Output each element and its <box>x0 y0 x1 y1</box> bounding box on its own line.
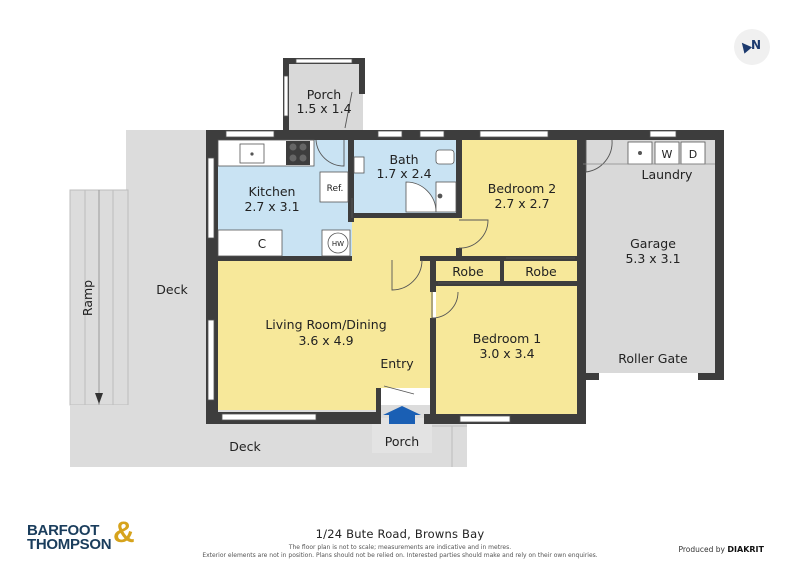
garage-floor <box>583 140 715 373</box>
fridge-icon <box>319 171 349 203</box>
bedroom2-dim: 2.7 x 2.7 <box>494 196 549 211</box>
produced-by: Produced by DIAKRIT <box>679 545 765 554</box>
north-label: N <box>751 38 762 52</box>
doors <box>315 91 613 395</box>
bedroom1-dim: 3.0 x 3.4 <box>479 346 534 361</box>
bedroom1-floor <box>436 284 577 414</box>
garage-dim: 5.3 x 3.1 <box>625 251 680 266</box>
cooktop-icon <box>286 141 310 165</box>
deck-bottom-name: Deck <box>229 439 261 454</box>
brand-line1: BARFOOT <box>27 522 100 539</box>
porch-top-area <box>287 62 363 134</box>
garage-name: Garage <box>630 236 676 251</box>
entry-arrow-icon <box>383 406 421 424</box>
entry-name: Entry <box>380 356 414 371</box>
windows <box>207 58 677 423</box>
cooktop-label: C <box>258 237 266 251</box>
kitchen-dim: 2.7 x 3.1 <box>244 199 299 214</box>
bedroom2-name: Bedroom 2 <box>488 181 556 196</box>
vanity-icon <box>353 156 365 174</box>
ramp-name: Ramp <box>80 280 95 316</box>
living-name: Living Room/Dining <box>265 317 386 332</box>
porch-top-dim: 1.5 x 1.4 <box>296 101 351 116</box>
bedroom1-name: Bedroom 1 <box>473 331 541 346</box>
kitchen-name: Kitchen <box>249 184 296 199</box>
deck-left-name: Deck <box>156 282 188 297</box>
laundry-name: Laundry <box>642 167 694 182</box>
produced-by-text: Produced by <box>678 545 726 554</box>
kitchen-fixtures <box>217 139 351 257</box>
robe-left-floor <box>433 258 501 284</box>
ramp-arrow-head <box>95 393 103 404</box>
porch-bottom-name: Porch <box>385 434 419 449</box>
robe-left-name: Robe <box>452 264 484 279</box>
hot-water-label: HW <box>332 240 344 248</box>
living-dim: 3.6 x 4.9 <box>298 333 353 348</box>
bath-name: Bath <box>389 152 418 167</box>
robe-right-name: Robe <box>525 264 557 279</box>
robe-right-floor <box>503 258 577 284</box>
fridge-label: Ref. <box>327 184 344 194</box>
porch-top-name: Porch <box>307 87 341 102</box>
robe-doors <box>438 257 575 284</box>
laundry-fixtures <box>583 141 715 165</box>
room-labels: Porch 1.5 x 1.4 Bath 1.7 x 2.4 Kitchen 2… <box>80 87 697 454</box>
bath-dim: 1.7 x 2.4 <box>376 166 431 181</box>
property-address: 1/24 Bute Road, Browns Bay <box>315 527 485 541</box>
bath-fixtures <box>353 149 457 213</box>
disclaimer-line1: The floor plan is not to scale; measurem… <box>288 544 512 551</box>
toilet-icon <box>435 149 455 165</box>
brand-line2: THOMPSON <box>27 536 112 553</box>
living-floor <box>218 258 433 410</box>
bench-bottom <box>217 229 283 257</box>
disclaimer-line2: Exterior elements are not in position. P… <box>202 552 598 559</box>
washer-label: W <box>662 148 673 161</box>
dryer-label: D <box>689 148 697 161</box>
deck-left-area <box>126 130 206 418</box>
roller-gate-name: Roller Gate <box>618 351 688 366</box>
produced-by-brand: DIAKRIT <box>727 545 764 554</box>
north-compass-icon: ▲ N <box>734 29 770 65</box>
bedroom2-floor <box>459 140 577 260</box>
